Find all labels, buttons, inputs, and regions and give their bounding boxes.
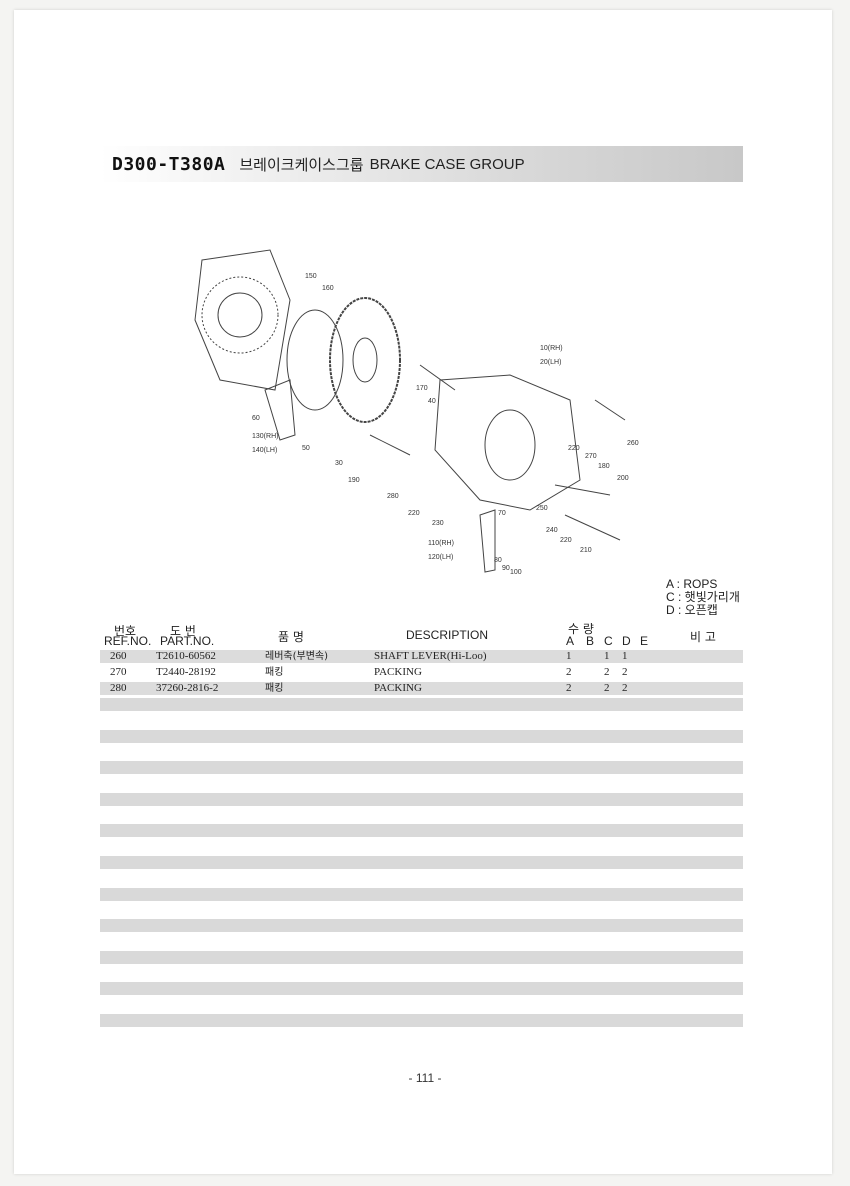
header-qty-b: B — [586, 634, 595, 648]
cell-part: T2440-28192 — [156, 666, 216, 678]
cell-qty-c: 2 — [604, 666, 610, 678]
header-ref: REF.NO. — [104, 634, 152, 648]
empty-row — [100, 887, 743, 901]
empty-table-rows — [100, 698, 743, 1046]
svg-text:10(RH): 10(RH) — [540, 345, 563, 352]
svg-text:90: 90 — [502, 565, 510, 572]
cell-qty-c: 2 — [604, 682, 610, 694]
svg-text:170: 170 — [416, 385, 428, 392]
header-qty-a: A — [566, 634, 575, 648]
svg-text:240: 240 — [546, 527, 558, 534]
cell-qty-a: 2 — [566, 682, 572, 694]
svg-text:260: 260 — [627, 440, 639, 447]
svg-text:20(LH): 20(LH) — [540, 359, 561, 366]
empty-row — [100, 824, 743, 838]
svg-text:40: 40 — [428, 398, 436, 405]
header-ref-korean: 번호 — [114, 624, 137, 638]
cell-description: SHAFT LEVER(Hi-Loo) — [374, 650, 487, 662]
legend-c: C : 햇빛가리개 — [666, 590, 740, 604]
group-title-english: BRAKE CASE GROUP — [369, 155, 525, 173]
svg-text:210: 210 — [580, 547, 592, 554]
cell-qty-a: 1 — [566, 650, 572, 662]
cell-qty-d: 1 — [622, 650, 628, 662]
cell-qty-c: 1 — [604, 650, 610, 662]
page-number: - 111 - — [408, 1071, 442, 1085]
svg-text:270: 270 — [585, 453, 597, 460]
legend-d: D : 오픈캡 — [666, 603, 718, 617]
diagram-drawing: 150 160 10(RH) 20(LH) 170 40 60 130(RH) … — [194, 249, 639, 576]
cell-ref: 270 — [110, 666, 127, 678]
svg-text:100: 100 — [510, 569, 522, 576]
table-row: 270 T2440-28192 패킹 PACKING 2 2 2 — [100, 666, 743, 679]
svg-text:190: 190 — [348, 477, 360, 484]
header-quantity-korean: 수 량 — [568, 622, 594, 636]
cell-part: T2610-60562 — [156, 650, 216, 662]
svg-text:130(RH): 130(RH) — [252, 433, 278, 440]
cell-name: 레버축(부변속) — [265, 651, 329, 662]
svg-text:200: 200 — [617, 475, 629, 482]
transmission-housing — [194, 249, 291, 391]
brake-case — [434, 374, 581, 511]
cell-part: 37260-2816-2 — [156, 682, 219, 694]
empty-row — [100, 729, 743, 743]
table-row: 280 37260-2816-2 패킹 PACKING 2 2 2 — [100, 682, 743, 695]
empty-row — [100, 792, 743, 806]
empty-row — [100, 919, 743, 933]
group-code: D300-T380A — [112, 153, 226, 175]
cell-qty-a: 2 — [566, 666, 572, 678]
exploded-parts-diagram: 150 160 10(RH) 20(LH) 170 40 60 130(RH) … — [180, 240, 650, 590]
empty-row — [100, 1013, 743, 1027]
cell-name: 패킹 — [265, 683, 284, 694]
svg-text:60: 60 — [252, 415, 260, 422]
svg-text:250: 250 — [536, 505, 548, 512]
lever-bottom — [479, 509, 496, 573]
svg-text:180: 180 — [598, 463, 610, 470]
cell-qty-d: 2 — [622, 682, 628, 694]
svg-text:140(LH): 140(LH) — [252, 447, 277, 454]
section-header: D300-T380A 브레이크케이스그룹 BRAKE CASE GROUP — [100, 146, 743, 182]
svg-text:280: 280 — [387, 493, 399, 500]
header-qty-d: D — [622, 634, 631, 648]
empty-row — [100, 761, 743, 775]
svg-text:150: 150 — [305, 273, 317, 280]
header-part-korean: 도 번 — [170, 624, 196, 638]
table-row: 260 T2610-60562 레버축(부변속) SHAFT LEVER(Hi-… — [100, 650, 743, 663]
header-remark-korean: 비 고 — [690, 630, 716, 644]
header-part: PART.NO. — [160, 634, 215, 648]
header-description: DESCRIPTION — [406, 628, 489, 642]
empty-row — [100, 950, 743, 964]
svg-text:50: 50 — [302, 445, 310, 452]
brake-disc — [329, 297, 401, 423]
cell-ref: 260 — [110, 650, 127, 662]
table-header: 번호 REF.NO. 도 번 PART.NO. 품 명 DESCRIPTION … — [100, 620, 743, 650]
svg-text:220: 220 — [560, 537, 572, 544]
legend: A : ROPS C : 햇빛가리개 D : 오픈캡 — [666, 578, 740, 617]
cell-description: PACKING — [374, 682, 422, 694]
svg-text:70: 70 — [498, 510, 506, 517]
cell-ref: 280 — [110, 682, 127, 694]
svg-text:220: 220 — [408, 510, 420, 517]
svg-text:160: 160 — [322, 285, 334, 292]
legend-a: A : ROPS — [666, 577, 718, 591]
brake-plate — [286, 309, 344, 411]
svg-text:30: 30 — [335, 460, 343, 467]
svg-text:110(RH): 110(RH) — [428, 540, 454, 547]
header-name-korean: 품 명 — [278, 630, 304, 644]
cell-name: 패킹 — [265, 667, 284, 678]
header-qty-c: C — [604, 634, 613, 648]
cell-description: PACKING — [374, 666, 422, 678]
empty-row — [100, 855, 743, 869]
svg-text:230: 230 — [432, 520, 444, 527]
lever-left — [264, 379, 296, 441]
svg-text:120(LH): 120(LH) — [428, 554, 453, 561]
cell-qty-d: 2 — [622, 666, 628, 678]
empty-row — [100, 982, 743, 996]
svg-text:220: 220 — [568, 445, 580, 452]
empty-row — [100, 698, 743, 711]
header-qty-e: E — [640, 634, 649, 648]
parts-table: 260 T2610-60562 레버축(부변속) SHAFT LEVER(Hi-… — [100, 650, 743, 695]
document-page — [14, 10, 832, 1174]
group-title-korean: 브레이크케이스그룹 — [239, 155, 364, 174]
svg-text:80: 80 — [494, 557, 502, 564]
